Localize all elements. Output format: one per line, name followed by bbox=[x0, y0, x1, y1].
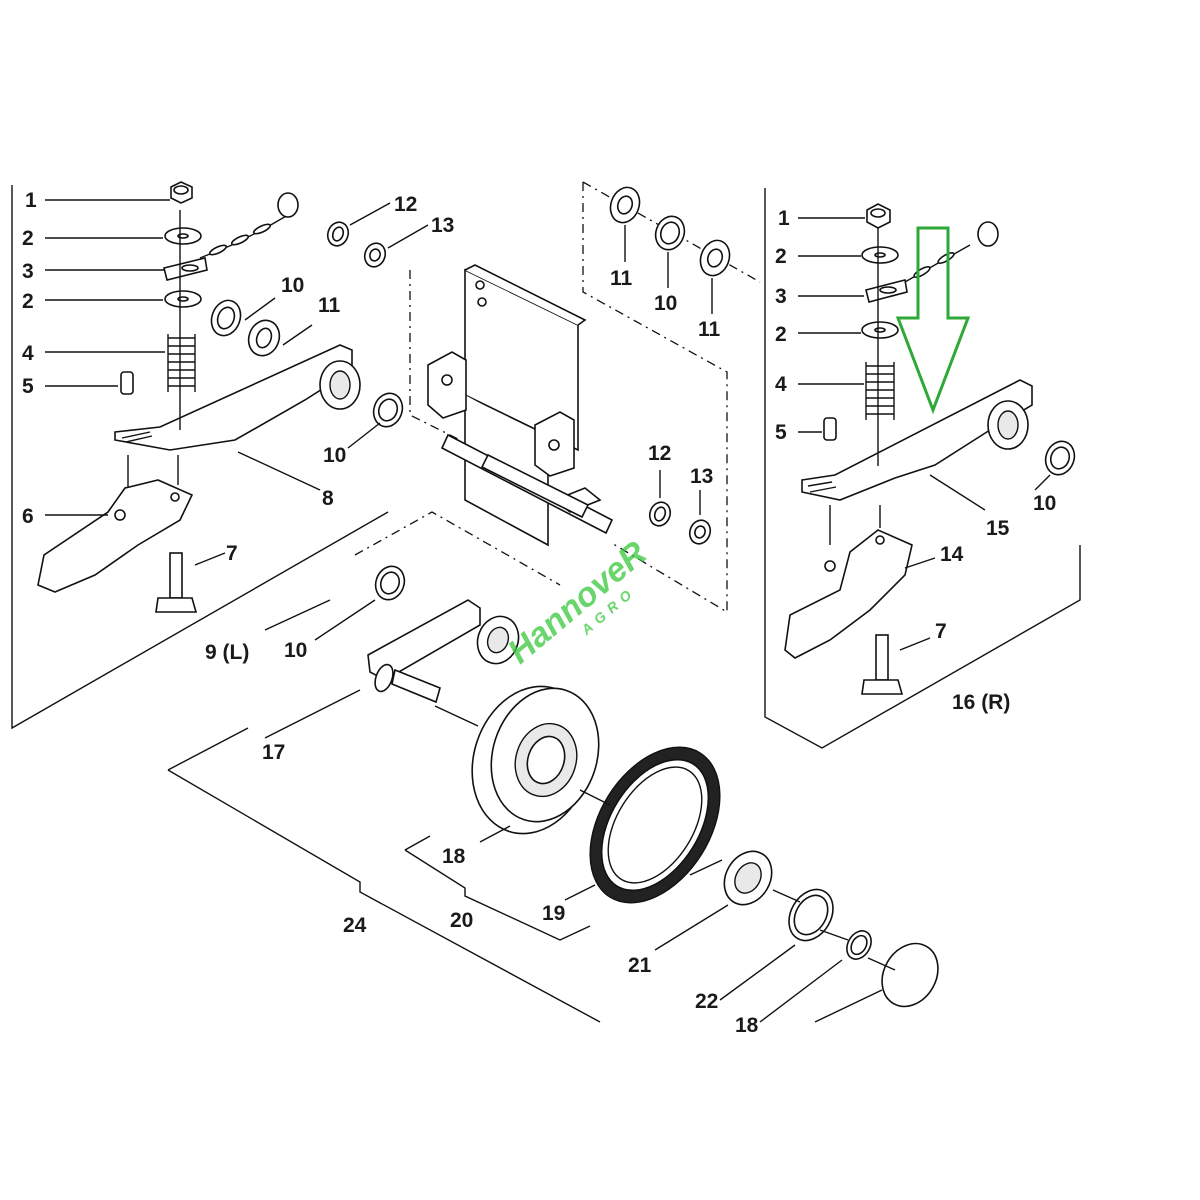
lower-bracket-lines bbox=[167, 727, 601, 1023]
circlip-icon bbox=[788, 888, 834, 942]
right-bushing-icon bbox=[1044, 440, 1076, 476]
right-washer-lower-icon bbox=[861, 321, 899, 339]
callout-center-24: 24 bbox=[343, 914, 367, 937]
callout-left-6: 6 bbox=[22, 505, 34, 528]
callout-left-5: 5 bbox=[22, 375, 34, 398]
right-leader-lines bbox=[798, 217, 1051, 651]
highlight-down-arrow-icon bbox=[895, 226, 971, 415]
callout-left-2b: 2 bbox=[22, 290, 34, 313]
callout-right-3: 3 bbox=[775, 285, 787, 308]
left-spring-icon bbox=[167, 334, 196, 392]
right-bolt-icon bbox=[861, 634, 904, 695]
right-shoe-icon bbox=[784, 529, 913, 659]
left-nut-icon bbox=[170, 181, 193, 204]
callout-right-2a: 2 bbox=[775, 245, 787, 268]
center-washer-13b-icon bbox=[688, 519, 712, 545]
callout-center-12a: 12 bbox=[394, 193, 417, 216]
right-spring-icon bbox=[865, 362, 895, 420]
left-washer-lower-icon bbox=[164, 290, 202, 308]
end-cap-icon bbox=[881, 942, 939, 1008]
callout-center-17: 17 bbox=[262, 741, 285, 764]
callout-center-18b: 18 bbox=[735, 1014, 759, 1037]
group-label-right: 16 (R) bbox=[952, 691, 1010, 714]
watermark-logo: HannoveR AGRO bbox=[501, 534, 655, 671]
right-arm-icon bbox=[801, 379, 1033, 501]
right-group-frame bbox=[764, 188, 1081, 749]
callout-left-10a: 10 bbox=[281, 274, 304, 297]
right-washer-upper-icon bbox=[861, 246, 899, 264]
callout-center-11a: 11 bbox=[610, 267, 633, 290]
callout-center-18: 18 bbox=[442, 845, 466, 868]
center-upper-frame bbox=[354, 181, 761, 614]
mounting-brackets-icon bbox=[427, 351, 575, 477]
callout-right-10: 10 bbox=[1033, 492, 1056, 515]
callout-center-11b: 11 bbox=[698, 318, 721, 341]
callout-center-13a: 13 bbox=[431, 214, 454, 237]
callout-right-1: 1 bbox=[778, 207, 790, 230]
left-bolt-icon bbox=[155, 552, 198, 613]
callout-right-15: 15 bbox=[986, 517, 1010, 540]
left-pin-icon bbox=[120, 371, 134, 395]
center-washer-12-icon bbox=[326, 221, 350, 247]
center-washer-13-icon bbox=[363, 242, 387, 268]
seal-ring-icon bbox=[589, 746, 721, 904]
callout-left-7: 7 bbox=[226, 542, 238, 565]
callout-left-2a: 2 bbox=[22, 227, 34, 250]
group-label-left: 9 (L) bbox=[205, 641, 249, 664]
small-washer-icon bbox=[846, 930, 872, 960]
left-arm-icon bbox=[114, 344, 361, 451]
callout-center-12b: 12 bbox=[648, 442, 671, 465]
right-nut-icon bbox=[866, 203, 891, 229]
callout-center-10: 10 bbox=[654, 292, 677, 315]
bushing-10-lower-icon bbox=[374, 565, 406, 601]
callout-center-21: 21 bbox=[628, 954, 652, 977]
callout-right-5: 5 bbox=[775, 421, 787, 444]
left-bushings-icon bbox=[210, 299, 404, 428]
callout-center-22: 22 bbox=[695, 990, 718, 1013]
callout-left-11: 11 bbox=[318, 294, 341, 317]
callout-right-2b: 2 bbox=[775, 323, 787, 346]
center-washer-12b-icon bbox=[648, 501, 672, 527]
bearing-icon bbox=[723, 850, 773, 906]
callout-right-7: 7 bbox=[935, 620, 947, 643]
left-leader-lines bbox=[45, 199, 381, 641]
pulley-wheel-icon bbox=[471, 685, 600, 835]
callout-right-4: 4 bbox=[775, 373, 787, 396]
left-link-plate-icon bbox=[163, 257, 208, 281]
right-link-plate-icon bbox=[865, 279, 908, 303]
callout-center-10-lower: 10 bbox=[284, 639, 307, 662]
left-group-frame bbox=[11, 185, 389, 730]
callout-left-3: 3 bbox=[22, 260, 34, 283]
pivot-shaft-icon bbox=[440, 433, 614, 535]
callout-center-13b: 13 bbox=[690, 465, 713, 488]
left-chain-icon bbox=[199, 192, 299, 259]
callout-center-20: 20 bbox=[450, 909, 473, 932]
lower-leader-lines bbox=[264, 689, 896, 1023]
center-top-washers-icon bbox=[609, 186, 731, 277]
callout-center-19: 19 bbox=[542, 902, 565, 925]
right-pin-icon bbox=[823, 417, 837, 441]
callout-left-10b: 10 bbox=[323, 444, 346, 467]
watermark-brand: HannoveR bbox=[501, 534, 655, 671]
center-leader-lines bbox=[349, 202, 713, 515]
callout-left-1: 1 bbox=[25, 189, 37, 212]
callout-left-8: 8 bbox=[322, 487, 334, 510]
callout-left-4: 4 bbox=[22, 342, 34, 365]
left-shoe-icon bbox=[37, 479, 194, 593]
callout-right-14: 14 bbox=[940, 543, 964, 566]
roller-arm-icon bbox=[367, 599, 520, 704]
left-washer-upper-icon bbox=[164, 227, 202, 245]
